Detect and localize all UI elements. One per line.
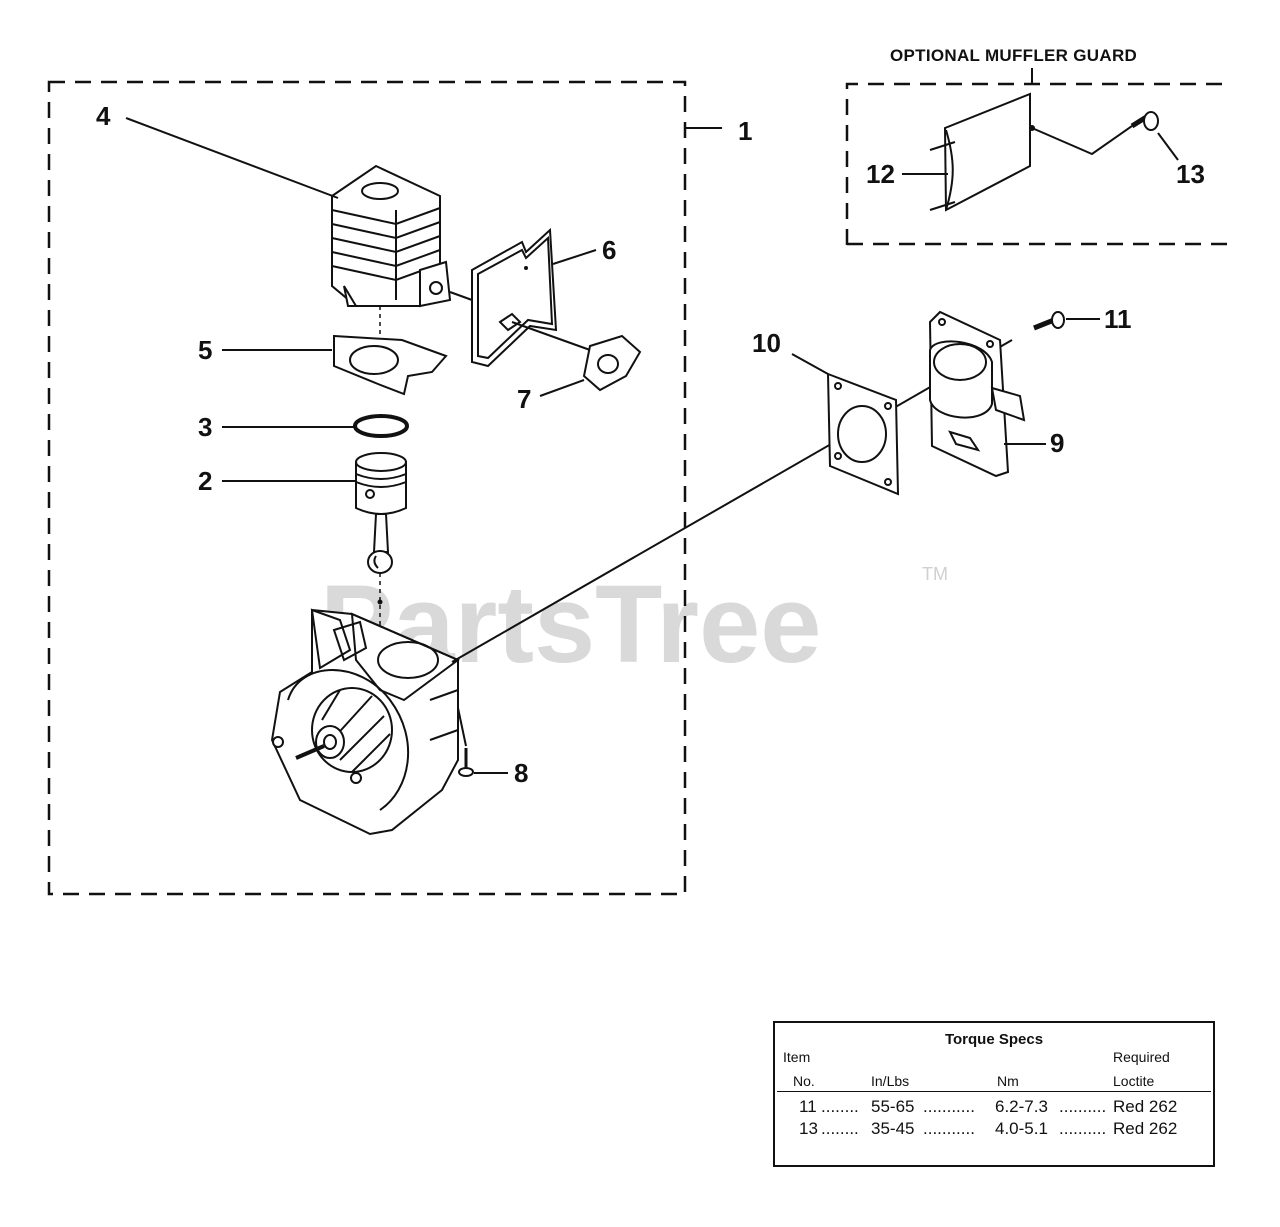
part-9-muffler[interactable] — [928, 310, 1026, 478]
callout-7[interactable]: 7 — [517, 384, 531, 414]
row-inlbs: 35-45 — [871, 1119, 915, 1138]
guard-boundary-top — [845, 82, 1230, 245]
table-row: 11 ........ 55-65 ........... 6.2-7.3 ..… — [775, 1097, 1213, 1119]
watermark-tm: TM — [922, 564, 948, 584]
row-leader: ........ — [821, 1097, 859, 1116]
header-item-bottom: No. — [793, 1073, 815, 1089]
callout-5[interactable]: 5 — [198, 335, 212, 365]
header-inlbs: In/Lbs — [871, 1073, 910, 1089]
kit-boundary — [47, 80, 687, 896]
torque-table-title: Torque Specs — [944, 1031, 1044, 1048]
header-required-top: Required — [1113, 1049, 1170, 1065]
header-rule — [777, 1091, 1211, 1092]
row-loctite: Red 262 — [1113, 1097, 1178, 1116]
callout-1[interactable]: 1 — [738, 116, 752, 146]
part-3-piston-ring[interactable] — [353, 414, 409, 438]
table-row: 13 ........ 35-45 ........... 4.0-5.1 ..… — [775, 1119, 1213, 1141]
row-nm: 6.2-7.3 — [995, 1097, 1048, 1116]
part-12-muffler-guard[interactable] — [929, 92, 1035, 212]
torque-specs-table: Torque Specs Item No. In/Lbs Nm Required… — [773, 1021, 1215, 1167]
crankcase[interactable] — [270, 608, 460, 836]
callout-8[interactable]: 8 — [514, 758, 528, 788]
part-13-screw[interactable] — [1130, 111, 1159, 131]
part-5-base-gasket[interactable] — [333, 334, 448, 396]
row-leader: ........ — [821, 1119, 859, 1138]
part-4-cylinder[interactable] — [331, 164, 452, 308]
callout-4[interactable]: 4 — [96, 101, 111, 131]
header-item-top: Item — [783, 1049, 811, 1065]
callout-10[interactable]: 10 — [752, 328, 781, 358]
row-leader: .......... — [1059, 1119, 1107, 1138]
callout-13[interactable]: 13 — [1176, 159, 1205, 189]
callout-11[interactable]: 11 — [1104, 304, 1132, 334]
callout-12[interactable]: 12 — [866, 159, 895, 189]
header-required-bottom: Loctite — [1113, 1073, 1155, 1089]
part-11-screw[interactable] — [1033, 311, 1065, 331]
part-2-piston[interactable] — [355, 452, 407, 574]
header-nm: Nm — [997, 1073, 1019, 1089]
callout-3[interactable]: 3 — [198, 412, 212, 442]
part-6-gasket[interactable] — [471, 227, 558, 368]
part-8-screw[interactable] — [458, 748, 474, 777]
row-item: 11 — [799, 1097, 817, 1116]
callout-9[interactable]: 9 — [1050, 428, 1064, 458]
callout-6[interactable]: 6 — [602, 235, 616, 265]
row-leader: .......... — [1059, 1097, 1107, 1116]
part-7-flange-gasket[interactable] — [582, 334, 642, 392]
row-leader: ........... — [923, 1119, 975, 1138]
row-item: 13 — [799, 1119, 818, 1138]
row-leader: ........... — [923, 1097, 975, 1116]
part-10-muffler-gasket[interactable] — [826, 372, 900, 496]
muffler-guard-title: OPTIONAL MUFFLER GUARD — [890, 46, 1137, 65]
row-nm: 4.0-5.1 — [995, 1119, 1048, 1138]
row-inlbs: 55-65 — [871, 1097, 915, 1116]
callout-2[interactable]: 2 — [198, 466, 212, 496]
row-loctite: Red 262 — [1113, 1119, 1178, 1138]
